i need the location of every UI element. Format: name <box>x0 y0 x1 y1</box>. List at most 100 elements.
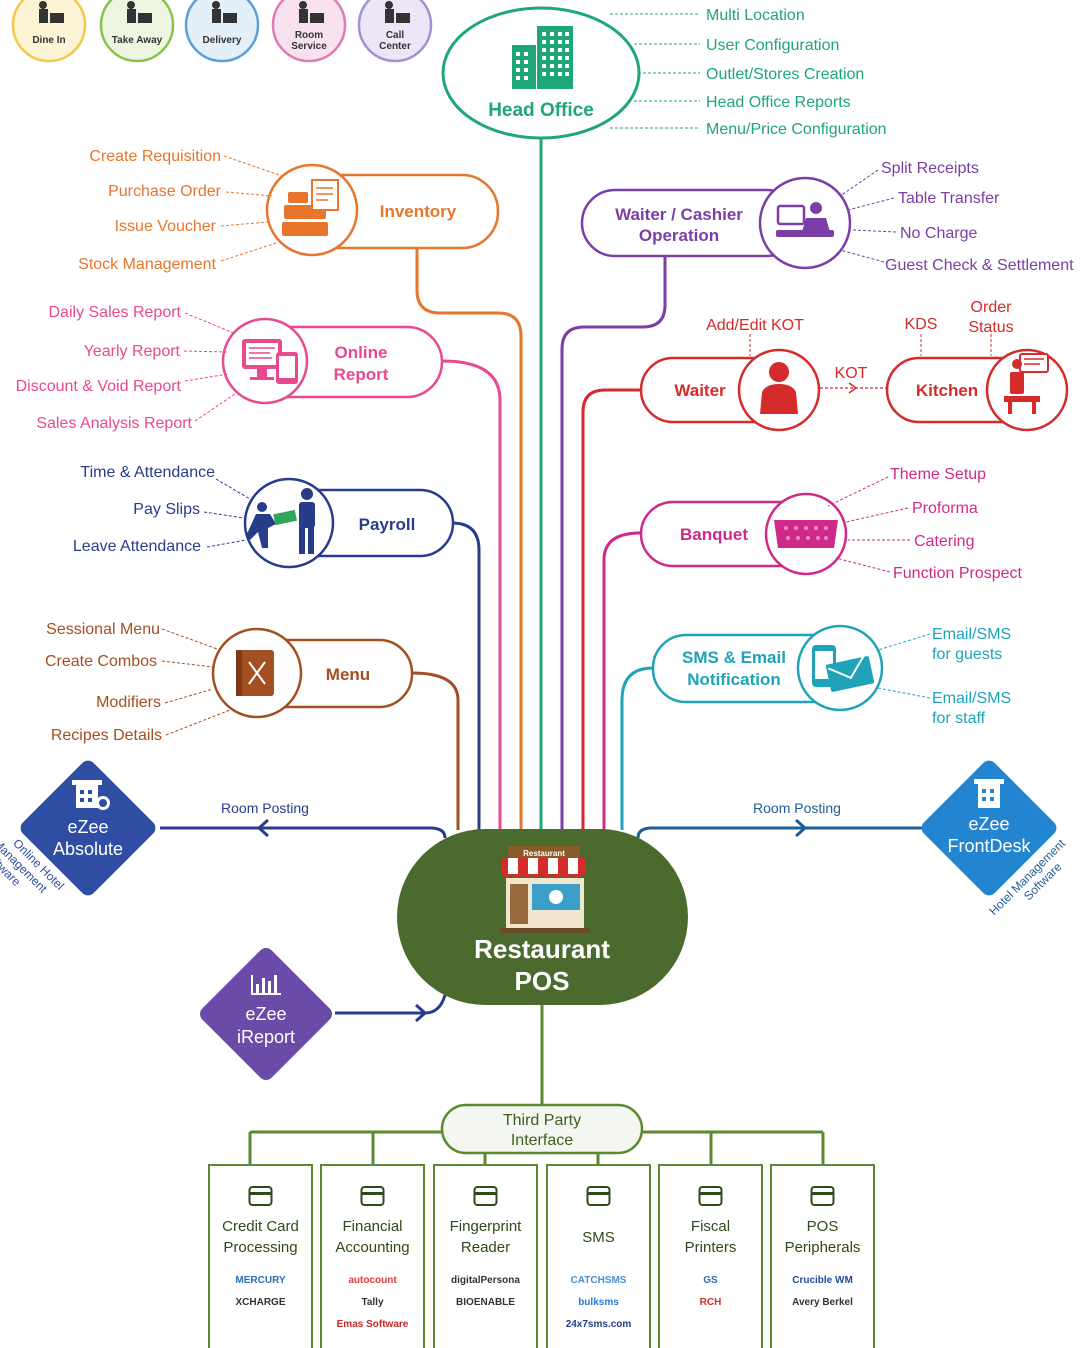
ezee-ireport-name: eZee <box>245 1004 286 1024</box>
third-party-interface[interactable]: Third Party Interface <box>440 1103 644 1155</box>
shuffle-icon <box>810 1186 835 1206</box>
payroll-icon <box>246 488 315 554</box>
head-office-item: Multi Location <box>706 7 805 24</box>
inventory-item: Purchase Order <box>108 183 222 200</box>
third-party-logo: digitalPersona <box>451 1275 520 1286</box>
waiter-cashier-item: Split Receipts <box>881 160 979 177</box>
ezee-ireport[interactable]: eZee iReport <box>197 945 336 1084</box>
online-report-module[interactable]: Online Report <box>221 317 444 405</box>
posting-line-frontdesk <box>636 826 922 839</box>
restaurant-pos-title: Restaurant <box>474 934 610 964</box>
ezee-ireport-name: iReport <box>237 1027 295 1047</box>
kitchen-module[interactable]: Kitchen <box>885 348 1069 432</box>
ireport-arrow <box>415 1003 428 1023</box>
third-party-logo: BIOENABLE <box>456 1297 515 1308</box>
sms-email-item: for staff <box>932 710 986 727</box>
ireport-line <box>335 994 447 1015</box>
menu-module[interactable]: Menu <box>211 627 414 719</box>
service-mode-label: Room <box>295 30 323 41</box>
ezee-absolute-name: eZee <box>67 817 108 837</box>
service-mode-label: Delivery <box>203 35 242 46</box>
room-service-icon <box>299 1 324 23</box>
kds-label: KDS <box>905 316 938 333</box>
sms-email-module[interactable]: SMS & Email Notification <box>651 624 884 712</box>
third-party-card-title: Accounting <box>335 1239 409 1256</box>
building-icon <box>512 26 573 89</box>
hotel-building-icon <box>974 779 1004 808</box>
posting-lines <box>160 818 922 1023</box>
service-mode-1[interactable]: Take Away <box>99 0 175 63</box>
restaurant-pos-title: POS <box>515 966 570 996</box>
ezee-frontdesk[interactable]: eZee FrontDesk <box>918 757 1059 898</box>
posting-arrow-absolute <box>256 818 269 838</box>
menu-label: Menu <box>326 665 370 684</box>
third-party-logo: XCHARGE <box>235 1297 285 1308</box>
third-party-card-title: Fingerprint <box>450 1218 523 1235</box>
inventory-icon <box>282 179 339 236</box>
payroll-items <box>203 478 251 548</box>
sms-email-items <box>877 633 931 699</box>
head-office-item: User Configuration <box>706 37 839 54</box>
credit-card-icon <box>248 1186 273 1206</box>
third-party-logo: RCH <box>700 1297 722 1308</box>
head-office-module[interactable]: Head Office <box>441 6 641 140</box>
menu-item: Sessional Menu <box>46 621 160 638</box>
payroll-module[interactable]: Payroll <box>243 477 455 569</box>
banquet-item: Catering <box>914 533 974 550</box>
mobile-sms-icon <box>586 1186 611 1206</box>
third-party-title: Interface <box>511 1132 573 1149</box>
banquet-item: Theme Setup <box>890 466 986 483</box>
online-report-item: Yearly Report <box>84 343 181 360</box>
waiter-module[interactable]: Waiter <box>639 348 821 432</box>
restaurant-pos-center[interactable]: Restaurant Restaurant POS <box>397 829 688 1005</box>
banquet-item: Proforma <box>912 500 978 517</box>
waiter-person-icon <box>760 362 798 414</box>
ezee-frontdesk-name: FrontDesk <box>947 836 1031 856</box>
fingerprint-icon <box>473 1186 498 1206</box>
third-party-card-title: Reader <box>461 1239 510 1256</box>
room-posting-label-left: Room Posting <box>221 800 309 816</box>
third-party-card-title: Fiscal <box>691 1218 730 1235</box>
delivery-icon <box>212 1 237 23</box>
inventory-items <box>220 155 283 262</box>
calculator-icon <box>360 1186 385 1206</box>
head-office-label: Head Office <box>488 100 594 121</box>
third-party-card-title: Processing <box>223 1239 297 1256</box>
online-report-label: Online <box>335 343 388 362</box>
third-party-logo: bulksms <box>578 1297 619 1308</box>
connector-waiter-cashier <box>560 250 667 830</box>
menu-item: Create Combos <box>45 653 157 670</box>
online-report-item: Discount & Void Report <box>16 378 182 395</box>
menu-items <box>161 628 231 736</box>
service-mode-label: Center <box>379 41 411 52</box>
waiter-cashier-module[interactable]: Waiter / Cashier Operation <box>580 176 852 270</box>
menu-item: Modifiers <box>96 694 161 711</box>
waiter-label: Waiter <box>674 381 726 400</box>
posting-arrow-frontdesk <box>795 818 808 838</box>
banquet-module[interactable]: Banquet <box>639 492 848 576</box>
bar-chart-icon <box>251 975 281 995</box>
connector-waiter <box>581 388 640 830</box>
hotel-globe-icon <box>72 780 110 810</box>
head-office-item: Menu/Price Configuration <box>706 121 887 138</box>
banquet-item: Function Prospect <box>893 565 1023 582</box>
inventory-module[interactable]: Inventory <box>265 163 500 257</box>
service-mode-2[interactable]: Delivery <box>184 0 260 63</box>
online-report-label: Report <box>334 365 389 384</box>
third-party-card-title: Credit Card <box>222 1218 299 1235</box>
service-mode-0[interactable]: Dine In <box>11 0 87 63</box>
monitor-icon <box>242 339 298 384</box>
printer-icon <box>698 1186 723 1206</box>
third-party-logo: autocount <box>348 1275 397 1286</box>
ezee-absolute[interactable]: eZee Absolute <box>17 757 158 898</box>
ezee-absolute-name: Absolute <box>53 839 123 859</box>
third-party-card-title: POS <box>807 1218 839 1235</box>
